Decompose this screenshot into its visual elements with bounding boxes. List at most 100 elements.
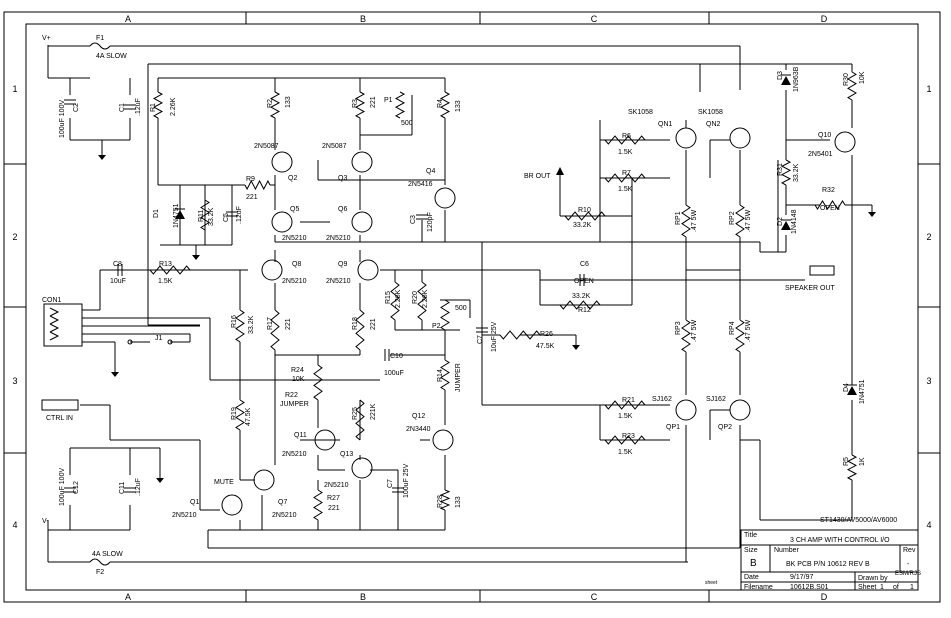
r27-value: 221 xyxy=(328,505,340,512)
c8-value: 10uF xyxy=(110,278,126,285)
r28-value: 133 xyxy=(455,496,462,508)
q4-ref: Q4 xyxy=(426,168,435,175)
r17-value: 221 xyxy=(285,318,292,330)
qp2-part: SJ162 xyxy=(706,396,726,403)
col-label-bottom-b: B xyxy=(360,592,366,602)
r26-icon xyxy=(499,330,541,340)
rp3-icon xyxy=(681,319,691,353)
r3-ref: R3 xyxy=(352,99,359,108)
q11-part: 2N5210 xyxy=(282,451,307,458)
c1-value: .12uF xyxy=(135,98,142,116)
p2-value: 500 xyxy=(455,305,467,312)
q6-symbol xyxy=(351,211,373,233)
q1-symbol xyxy=(221,494,243,516)
r18-ref: R18 xyxy=(352,317,359,330)
r5-value: 1K xyxy=(859,457,866,466)
rev-value: - xyxy=(907,561,910,568)
qp2-ref: QP2 xyxy=(718,424,732,431)
r25-icon xyxy=(355,399,365,441)
d4-part: 1N4751 xyxy=(859,379,866,404)
r5-icon xyxy=(846,454,858,481)
r25-ref: R25 xyxy=(352,407,359,420)
components xyxy=(64,71,858,521)
r21-ref: R21 xyxy=(622,397,635,404)
grid-labels: A B C D A B C D 1 2 3 4 1 2 3 4 xyxy=(12,14,931,602)
c5-value: .12uF xyxy=(236,206,243,224)
r16-value: 33.2K xyxy=(248,315,255,334)
q8-symbol xyxy=(261,259,283,281)
r2-ref: R2 xyxy=(267,99,274,108)
c2-ref: C2 xyxy=(73,103,80,112)
c2-value: 100uF 100V xyxy=(59,100,66,138)
r15-icon xyxy=(390,281,400,321)
rp1-ref: RP1 xyxy=(675,211,682,225)
r15-ref: R15 xyxy=(385,291,392,304)
r16-ref: R16 xyxy=(231,315,238,328)
r10-ref: R10 xyxy=(578,207,591,214)
r22-ref: R22 xyxy=(285,392,298,399)
q2-part: 2N5087 xyxy=(254,143,279,150)
q9-symbol xyxy=(357,259,379,281)
col-label-top-b: B xyxy=(360,14,366,24)
d3-icon-body xyxy=(781,76,791,85)
ctrl-in-label: CTRL IN xyxy=(46,415,73,422)
r20-ref: R20 xyxy=(412,291,419,304)
rotated-labels: R1 2.26K R2 133 R3 221 R4 133 R11 33.2K … xyxy=(59,66,866,508)
q4-symbol xyxy=(434,187,456,209)
r18-value: 221 xyxy=(370,318,377,330)
row-label-left-3: 3 xyxy=(12,376,17,386)
d4-ref: D4 xyxy=(843,383,850,392)
row-label-right-1: 1 xyxy=(926,84,931,94)
r12-value: 33.2K xyxy=(572,293,591,300)
sheet-total: 1 xyxy=(910,584,914,591)
row-label-left-1: 1 xyxy=(12,84,17,94)
sheet-label: Sheet xyxy=(858,584,876,591)
col-label-top-d: D xyxy=(821,14,828,24)
r15-value: 2.26K xyxy=(395,289,402,308)
rp4-icon xyxy=(735,319,745,353)
r6-ref: R6 xyxy=(622,133,631,140)
q12-part: 2N3440 xyxy=(406,426,431,433)
r26-ref: R26 xyxy=(540,331,553,338)
q11-ref: Q11 xyxy=(294,432,307,439)
r25-value: 221K xyxy=(370,403,377,420)
filename-value: 10612B.S01 xyxy=(790,584,829,591)
r20-icon xyxy=(417,281,427,321)
number-value: BK PCB P/N 10612 REV B xyxy=(786,561,870,568)
qp2-symbol xyxy=(729,399,751,421)
r31-value: 33.2K xyxy=(793,163,800,182)
date-label: Date xyxy=(744,574,759,581)
r12-ref: R12 xyxy=(578,307,591,314)
r32-icon xyxy=(814,200,846,210)
c10-ref: C10 xyxy=(390,353,403,360)
wiring xyxy=(47,42,876,566)
q4-part: 2N5416 xyxy=(408,181,433,188)
d1-ref: D1 xyxy=(153,209,160,218)
d2-icon-body xyxy=(781,221,791,230)
r26-value: 47.5K xyxy=(536,343,555,350)
qp1-part: SJ162 xyxy=(652,396,672,403)
row-label-right-4: 4 xyxy=(926,520,931,530)
r13-value: 1.5K xyxy=(158,278,173,285)
r13-icon xyxy=(149,265,191,275)
filename-label: Filename xyxy=(744,584,773,591)
r4-ref: R4 xyxy=(437,99,444,108)
r3-value: 221 xyxy=(370,96,377,108)
r19-ref: R19 xyxy=(231,407,238,420)
c3-value: 120pF xyxy=(427,212,434,232)
r2-icon xyxy=(269,91,281,119)
q10-part: 2N5401 xyxy=(808,151,833,158)
q10-ref: Q10 xyxy=(818,132,831,139)
size-label: Size xyxy=(744,547,758,554)
r30-icon xyxy=(847,71,857,101)
r28-ref: R28 xyxy=(437,495,444,508)
c11-ref: C11 xyxy=(119,482,126,494)
q13-part: 2N5210 xyxy=(324,482,349,489)
f2-ref: F2 xyxy=(96,569,104,576)
c7a-value: 10uF 25V xyxy=(491,321,498,352)
title-block: ST1430/AV5000/AV6000 Title 3 CH AMP WITH… xyxy=(705,517,921,591)
rp1-icon xyxy=(681,204,691,238)
r12-icon xyxy=(559,300,601,310)
q11-symbol xyxy=(314,429,336,451)
